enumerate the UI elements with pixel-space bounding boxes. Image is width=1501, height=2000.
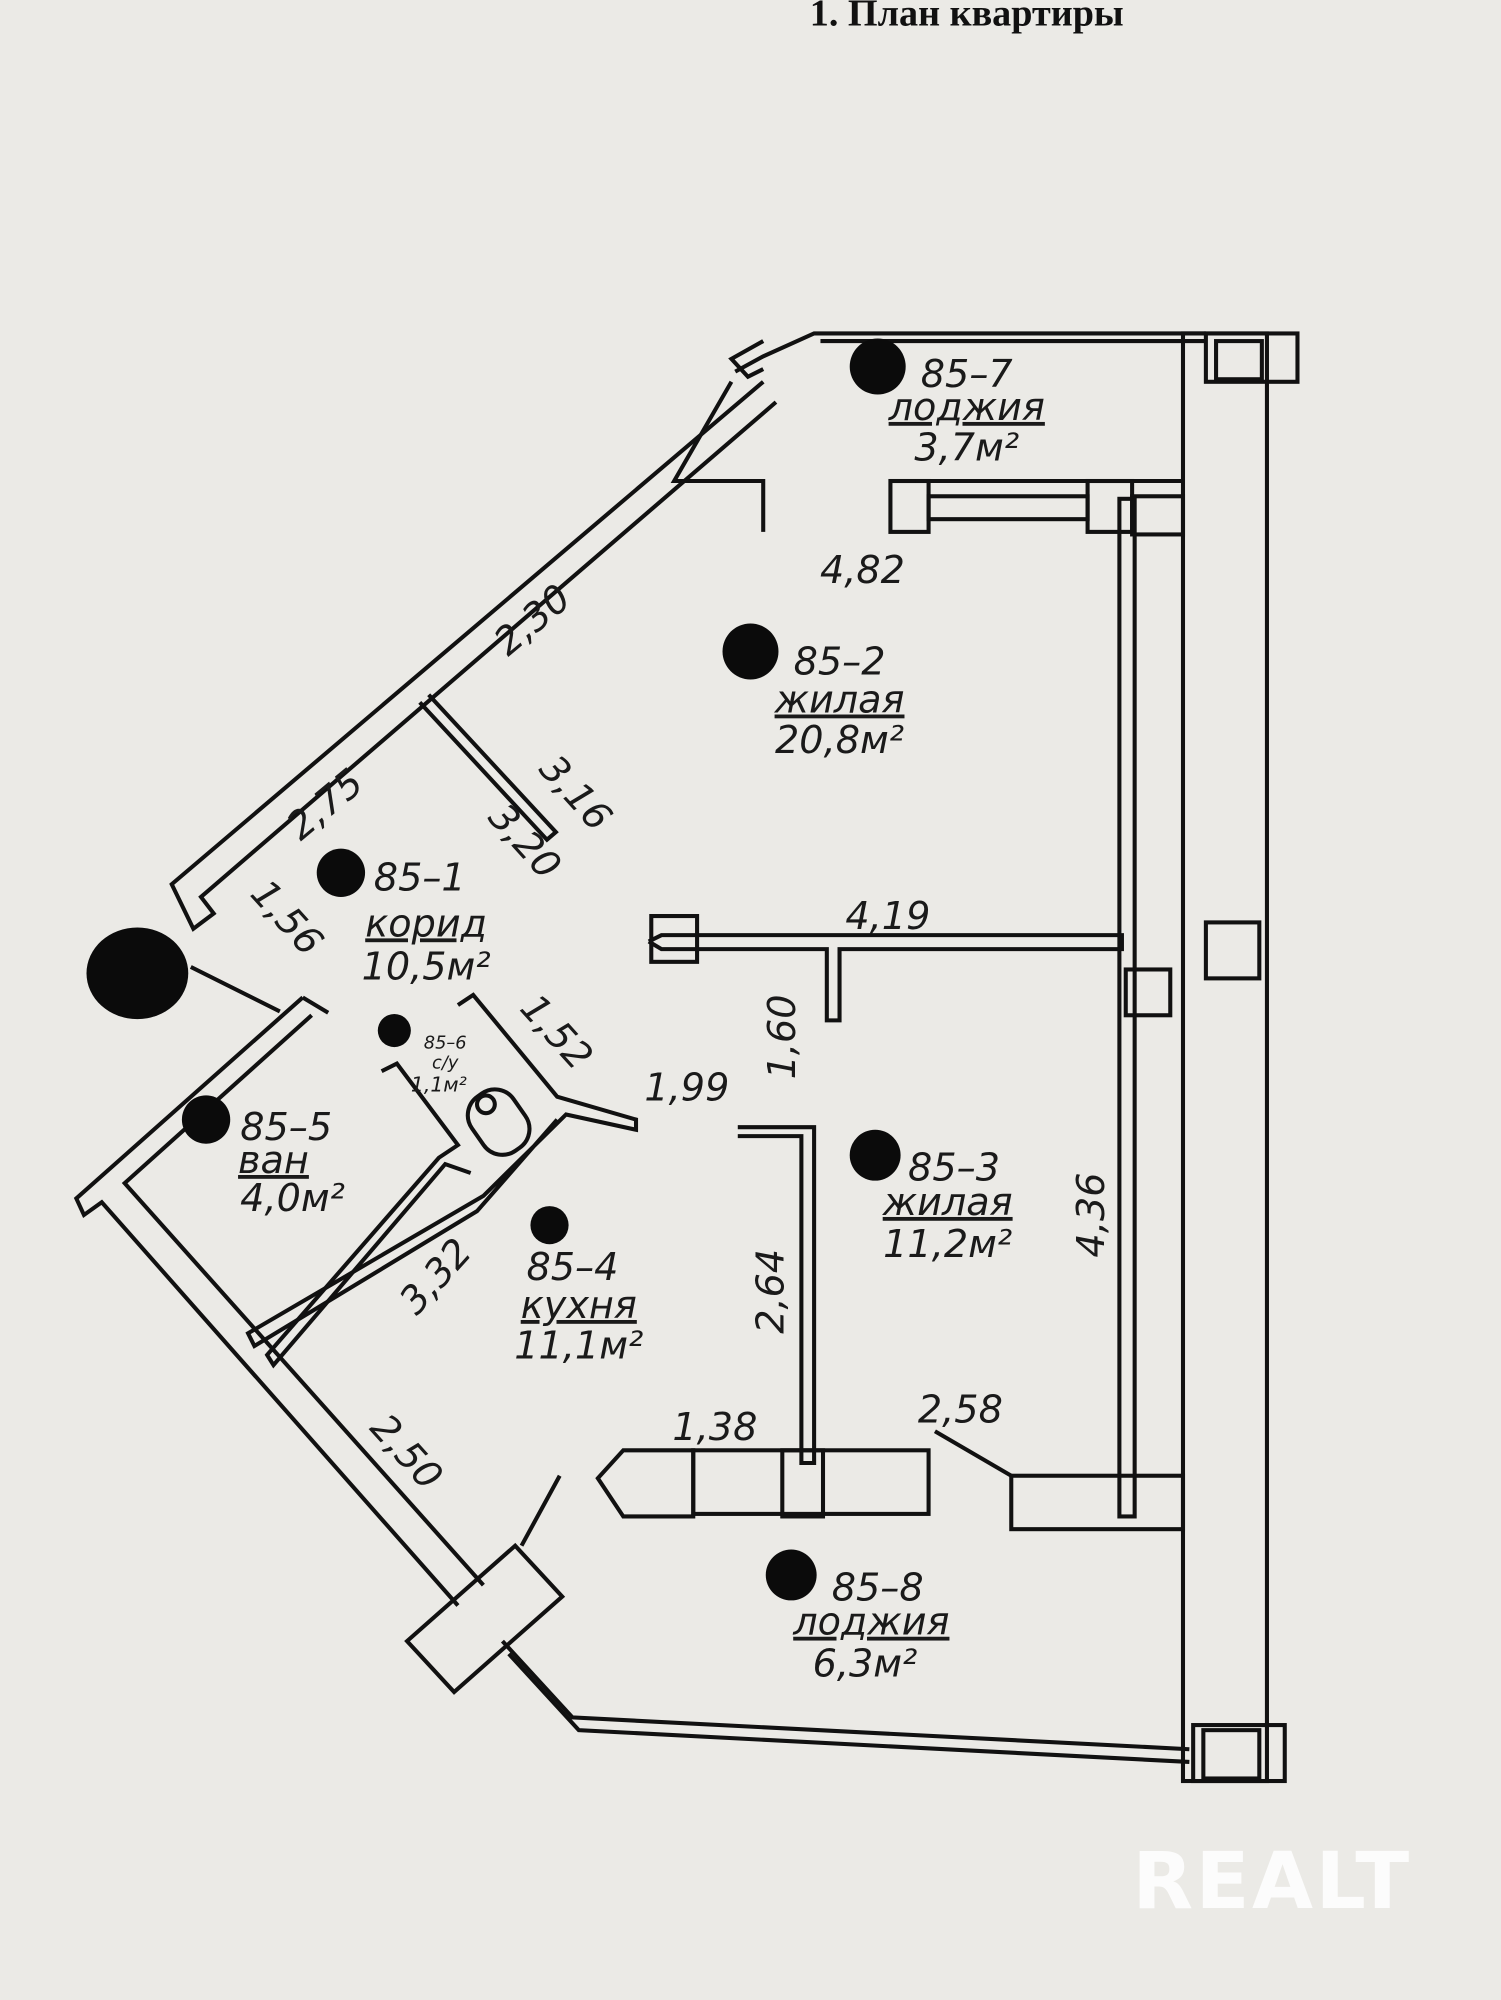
room-number: 85–7 — [921, 352, 1013, 396]
lower-left-inner-wall — [121, 1013, 485, 1587]
watermark-logo: REALT — [1132, 1835, 1411, 1927]
redaction-blot — [316, 848, 366, 897]
room-number: 85–3 — [908, 1146, 1000, 1190]
dimension-leader — [519, 1474, 562, 1547]
redaction-blot — [722, 623, 779, 680]
dimension: 1,60 — [760, 994, 804, 1079]
room-number: 85–5 — [240, 1105, 332, 1149]
pillar-bottom-inner — [1201, 1728, 1262, 1781]
toilet-bowl — [474, 1093, 497, 1116]
window-post — [1130, 494, 1186, 537]
pillar-middle — [1203, 920, 1262, 981]
room-name: ван — [238, 1138, 309, 1182]
kitchen-bedroom-wall — [737, 1125, 817, 1466]
room-area: 3,7м² — [914, 426, 1019, 470]
room-name: жилая — [774, 678, 905, 722]
page-title: 1. План квартиры — [810, 0, 1124, 35]
dimension: 2,58 — [918, 1387, 1003, 1431]
hallway-partition — [418, 693, 559, 843]
interior-vertical-wall — [1117, 496, 1137, 1519]
room-area: 20,8м² — [775, 718, 904, 762]
room-name: лоджия — [888, 385, 1045, 429]
redaction-blot — [849, 1129, 901, 1181]
lower-left-exterior-wall — [73, 995, 460, 1607]
redaction-blot — [86, 927, 189, 1020]
room-labels: 85–7 лоджия 3,7м² 85–2 жилая 20,8м² 85–1… — [238, 352, 1045, 1686]
wall-end — [301, 995, 330, 1015]
room-name: жилая — [882, 1180, 1013, 1224]
dimension: 1,99 — [644, 1065, 729, 1109]
bottom-right-wall — [1009, 1473, 1186, 1532]
pillar — [1123, 967, 1173, 1018]
room-name: лоджия — [792, 1600, 949, 1644]
bottom-loggia-edge — [507, 1652, 1190, 1764]
pillar-top-inner — [1214, 339, 1264, 382]
room-name: кухня — [521, 1283, 637, 1327]
room-area: 10,5м² — [362, 945, 491, 989]
room-area: 1,1м² — [411, 1073, 467, 1097]
room-area: 6,3м² — [813, 1642, 918, 1686]
dimension: 4,19 — [845, 894, 930, 938]
dimension: 1,38 — [672, 1405, 757, 1449]
bedroom-divider-wall — [647, 933, 1124, 1023]
dimension-leader — [933, 1429, 1013, 1478]
pillar-corner — [404, 1542, 566, 1695]
redaction-blot — [377, 1013, 411, 1048]
pillar-top — [1203, 331, 1300, 384]
top-loggia-edge — [734, 331, 1206, 374]
room-number: 85–6 — [424, 1032, 467, 1053]
pillar-bottom — [1191, 1723, 1287, 1784]
bathroom-inner-walls — [264, 1061, 472, 1369]
loggia-corner — [728, 339, 765, 380]
diagonal-exterior-wall — [169, 380, 778, 932]
redaction-blots — [86, 338, 906, 1601]
room-number: 85–1 — [374, 856, 466, 900]
room-number: 85–8 — [832, 1565, 924, 1609]
room-number: 85–4 — [526, 1245, 618, 1289]
redaction-blot — [530, 1206, 569, 1245]
redaction-blot — [765, 1549, 817, 1601]
redaction-blot — [181, 1095, 231, 1144]
room-name: с/у — [432, 1053, 459, 1074]
door-line — [189, 965, 281, 1014]
dimension: 2,64 — [749, 1249, 793, 1334]
redaction-blot — [849, 338, 906, 395]
dimension: 4,82 — [820, 548, 905, 592]
room-area: 11,2м² — [883, 1222, 1012, 1266]
window-post — [780, 1448, 826, 1519]
room-area: 11,1м² — [514, 1324, 643, 1368]
room-area: 4,0м² — [240, 1176, 345, 1220]
pillar — [649, 914, 700, 964]
dimension: 4,36 — [1069, 1172, 1113, 1257]
room-name: корид — [365, 901, 487, 945]
bottom-loggia-edge-inner — [500, 1639, 1190, 1752]
room-number: 85–2 — [794, 639, 886, 683]
toilet-icon — [465, 1087, 532, 1157]
